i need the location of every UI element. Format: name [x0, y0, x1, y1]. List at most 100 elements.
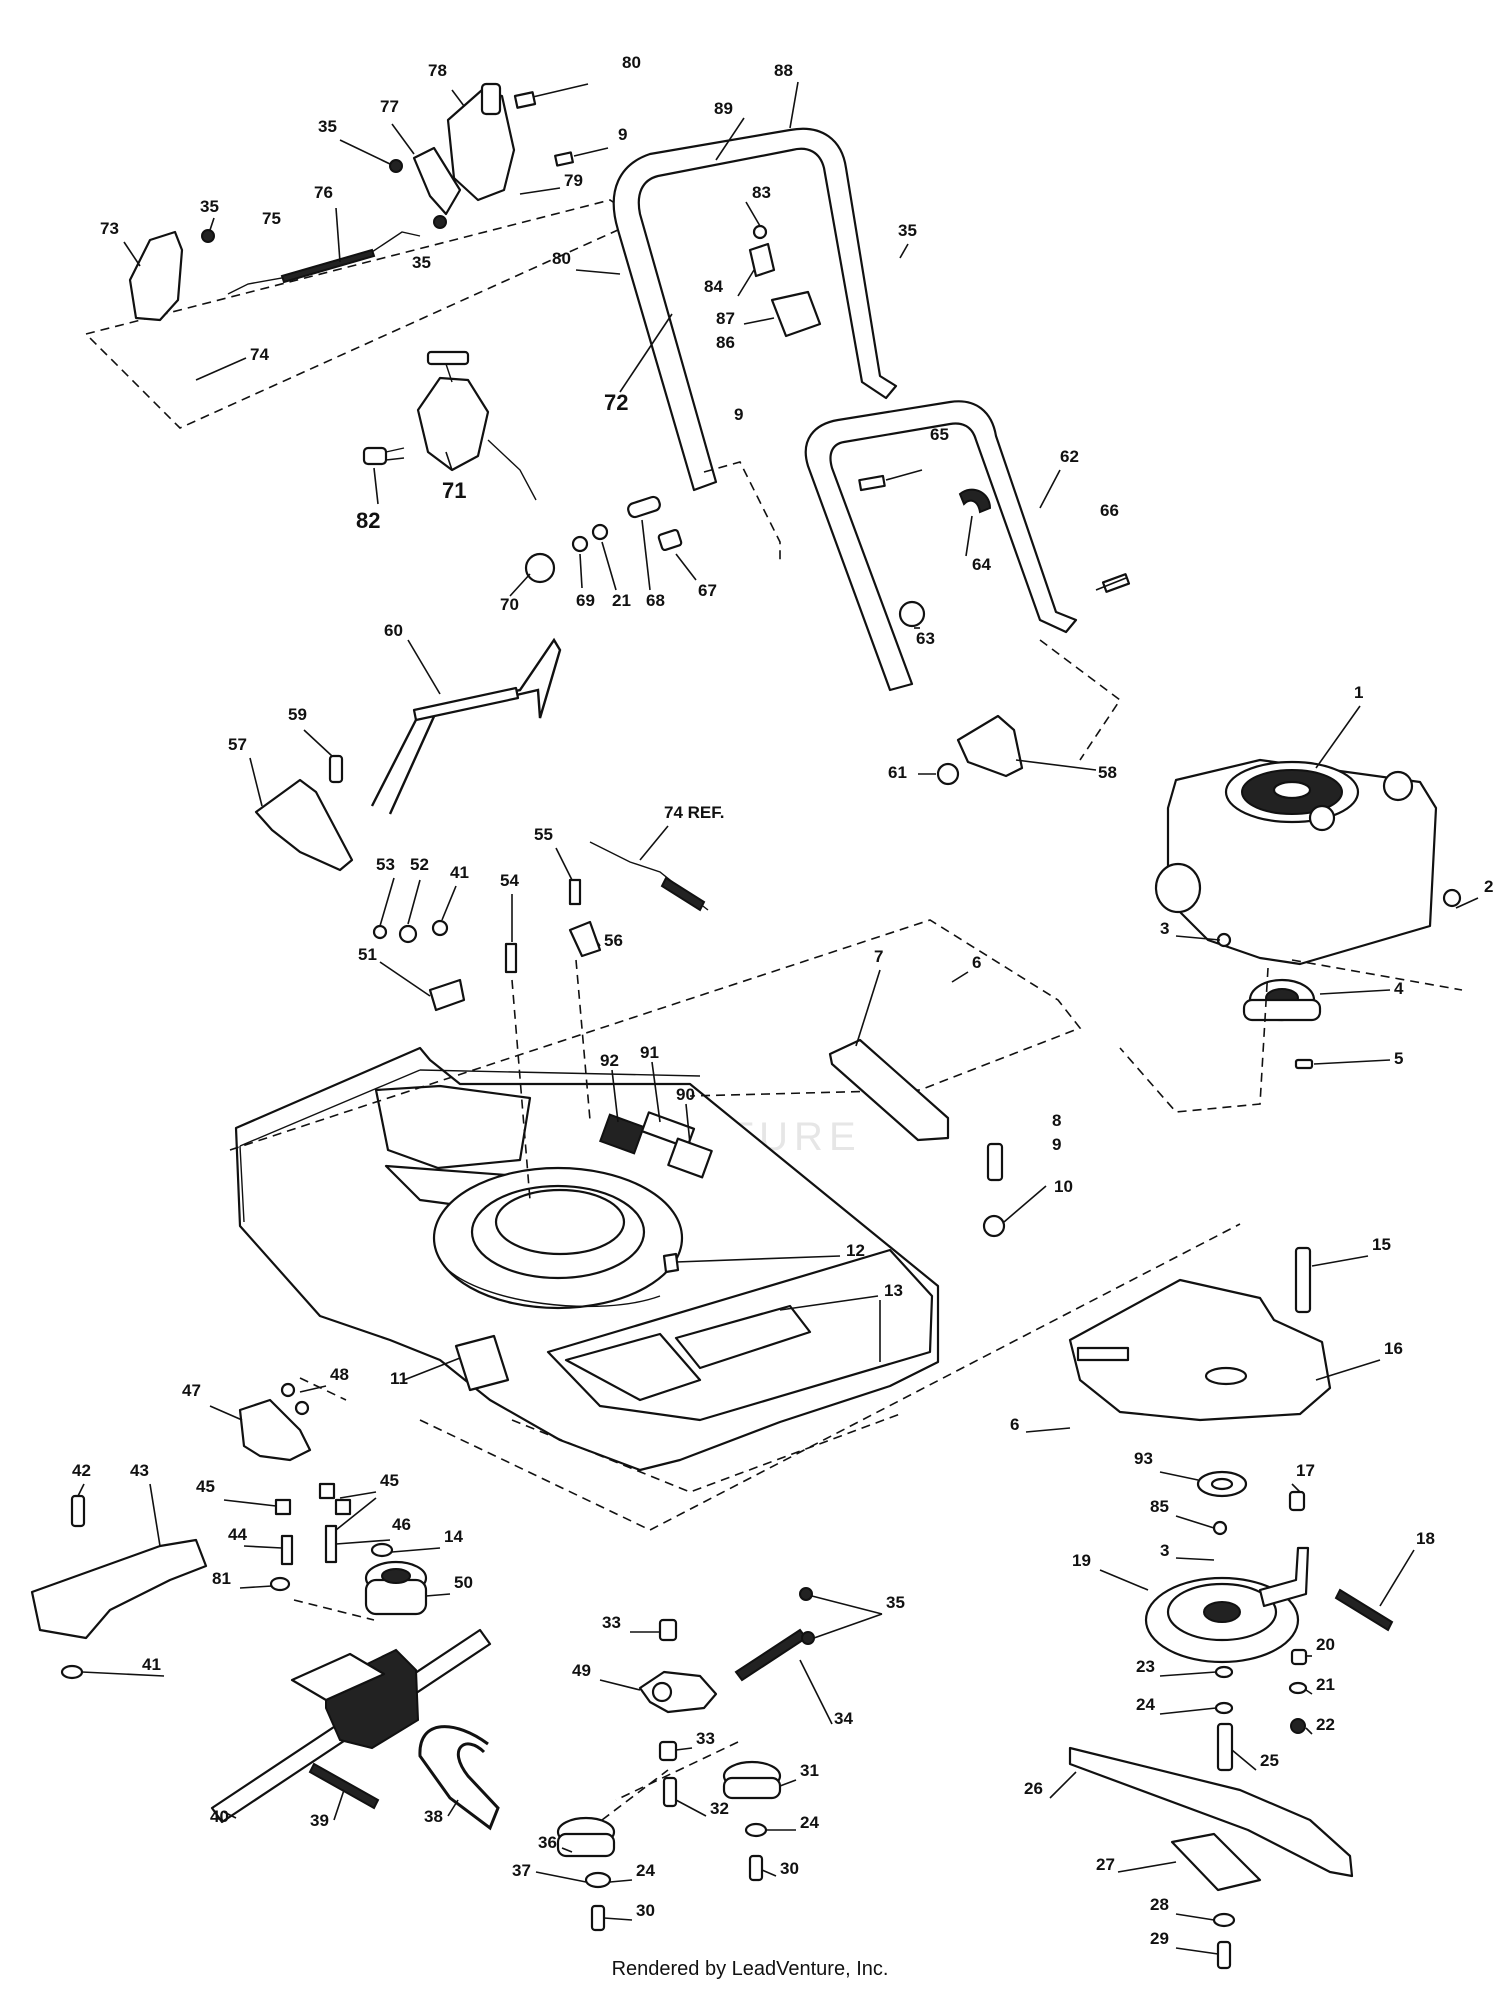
- callout-label: 16: [1384, 1339, 1403, 1358]
- callout-label: 87: [716, 309, 735, 328]
- callout-label: 80: [622, 53, 641, 72]
- callout-label: 90: [676, 1085, 695, 1104]
- callout-label: 4: [1394, 979, 1404, 998]
- bail-60: [370, 637, 562, 815]
- callout-label: 58: [1098, 763, 1117, 782]
- callout-label: 10: [1054, 1177, 1073, 1196]
- callout-label: 21: [1316, 1675, 1335, 1694]
- callout-label: 92: [600, 1051, 619, 1070]
- callout-label: 66: [1100, 501, 1119, 520]
- spring-18: [1334, 1588, 1394, 1632]
- callout-label: 33: [696, 1729, 715, 1748]
- callout-label: 91: [640, 1043, 659, 1062]
- callout-label: 25: [1260, 1751, 1279, 1770]
- callout-label: 28: [1150, 1895, 1169, 1914]
- callout-label: 69: [576, 591, 595, 610]
- callout-label: 3: [1160, 919, 1169, 938]
- callout-label: 45: [380, 1471, 399, 1490]
- engine-1: [1119, 758, 1463, 1113]
- spring-34: [734, 1628, 808, 1682]
- switch-box-87: [770, 290, 822, 338]
- bail-group: [254, 637, 1024, 872]
- callout-label: 74 REF.: [664, 803, 724, 822]
- callout-label: 40: [210, 1807, 229, 1826]
- callout-label: 15: [1372, 1235, 1391, 1254]
- callout-label: 84: [704, 277, 723, 296]
- callout-label: 76: [314, 183, 333, 202]
- callout-label: 30: [780, 1859, 799, 1878]
- callout-label: 6: [1010, 1415, 1019, 1434]
- callout-label: 2: [1484, 877, 1493, 896]
- callout-label: 80: [552, 249, 571, 268]
- callout-label: 9: [618, 125, 627, 144]
- callout-label: 67: [698, 581, 717, 600]
- callout-label: 65: [930, 425, 949, 444]
- callout-label: 38: [424, 1807, 443, 1826]
- callout-label: 32: [710, 1799, 729, 1818]
- callout-label: 54: [500, 871, 519, 890]
- callout-label: 35: [412, 253, 431, 272]
- callout-label: 5: [1394, 1049, 1403, 1068]
- callout-label: 81: [212, 1569, 231, 1588]
- callout-label: 56: [604, 931, 623, 950]
- callout-label: 36: [538, 1833, 557, 1852]
- callout-label: 23: [1136, 1657, 1155, 1676]
- callout-label: 35: [200, 197, 219, 216]
- callout-label: 41: [450, 863, 469, 882]
- callout-label: 47: [182, 1381, 201, 1400]
- callout-label: 42: [72, 1461, 91, 1480]
- callout-label: 14: [444, 1527, 463, 1546]
- callout-label: 20: [1316, 1635, 1335, 1654]
- callout-label: 39: [310, 1811, 329, 1830]
- callout-label: 24: [1136, 1695, 1155, 1714]
- callout-label: 24: [636, 1861, 655, 1880]
- bracket-43: [30, 1538, 208, 1640]
- callout-label: 49: [572, 1661, 591, 1680]
- callout-label: 24: [800, 1813, 819, 1832]
- callout-label: 79: [564, 171, 583, 190]
- callout-label: 57: [228, 735, 247, 754]
- callout-label: 21: [612, 591, 631, 610]
- callout-label: 12: [846, 1241, 865, 1260]
- idler-group: [556, 1587, 815, 1932]
- control-housing-73: [128, 230, 184, 322]
- upper-handle-88: [612, 127, 898, 492]
- callout-label: 43: [130, 1461, 149, 1480]
- callout-label: 35: [898, 221, 917, 240]
- callout-label: 60: [384, 621, 403, 640]
- callout-label: 50: [454, 1573, 473, 1592]
- callout-label: 34: [834, 1709, 853, 1728]
- callout-label: 31: [800, 1761, 819, 1780]
- callout-label: 77: [380, 97, 399, 116]
- callout-label: 63: [916, 629, 935, 648]
- callout-label: 9: [1052, 1135, 1061, 1154]
- callout-label: 41: [142, 1655, 161, 1674]
- callout-label: 52: [410, 855, 429, 874]
- callout-label: 11: [390, 1369, 408, 1388]
- callout-label: 7: [874, 947, 883, 966]
- callout-label: 82: [356, 508, 380, 533]
- callout-label: 3: [1160, 1541, 1169, 1560]
- callout-label: 17: [1296, 1461, 1315, 1480]
- callout-label: 13: [884, 1281, 903, 1300]
- callout-label: 27: [1096, 1855, 1115, 1874]
- callout-label: 6: [972, 953, 981, 972]
- lower-handle-62: [804, 400, 1078, 692]
- blade-26: [1068, 1746, 1354, 1878]
- footer-credit: Rendered by LeadVenture, Inc.: [611, 1958, 889, 1980]
- transmission-group: [30, 1382, 500, 1831]
- belt-cover-16: [1068, 1278, 1332, 1422]
- shield-7: [828, 1038, 950, 1142]
- callout-label: 37: [512, 1861, 531, 1880]
- callout-label: 72: [604, 390, 628, 415]
- callout-label: 48: [330, 1365, 349, 1384]
- callout-label: 85: [1150, 1497, 1169, 1516]
- callout-label: 53: [376, 855, 395, 874]
- bracket-47: [238, 1398, 312, 1462]
- bracket-57: [254, 778, 354, 872]
- callout-label: 70: [500, 595, 519, 614]
- callout-label: 9: [734, 405, 743, 424]
- callout-label: 19: [1072, 1551, 1091, 1570]
- callout-label: 35: [318, 117, 337, 136]
- callout-label: 44: [228, 1525, 247, 1544]
